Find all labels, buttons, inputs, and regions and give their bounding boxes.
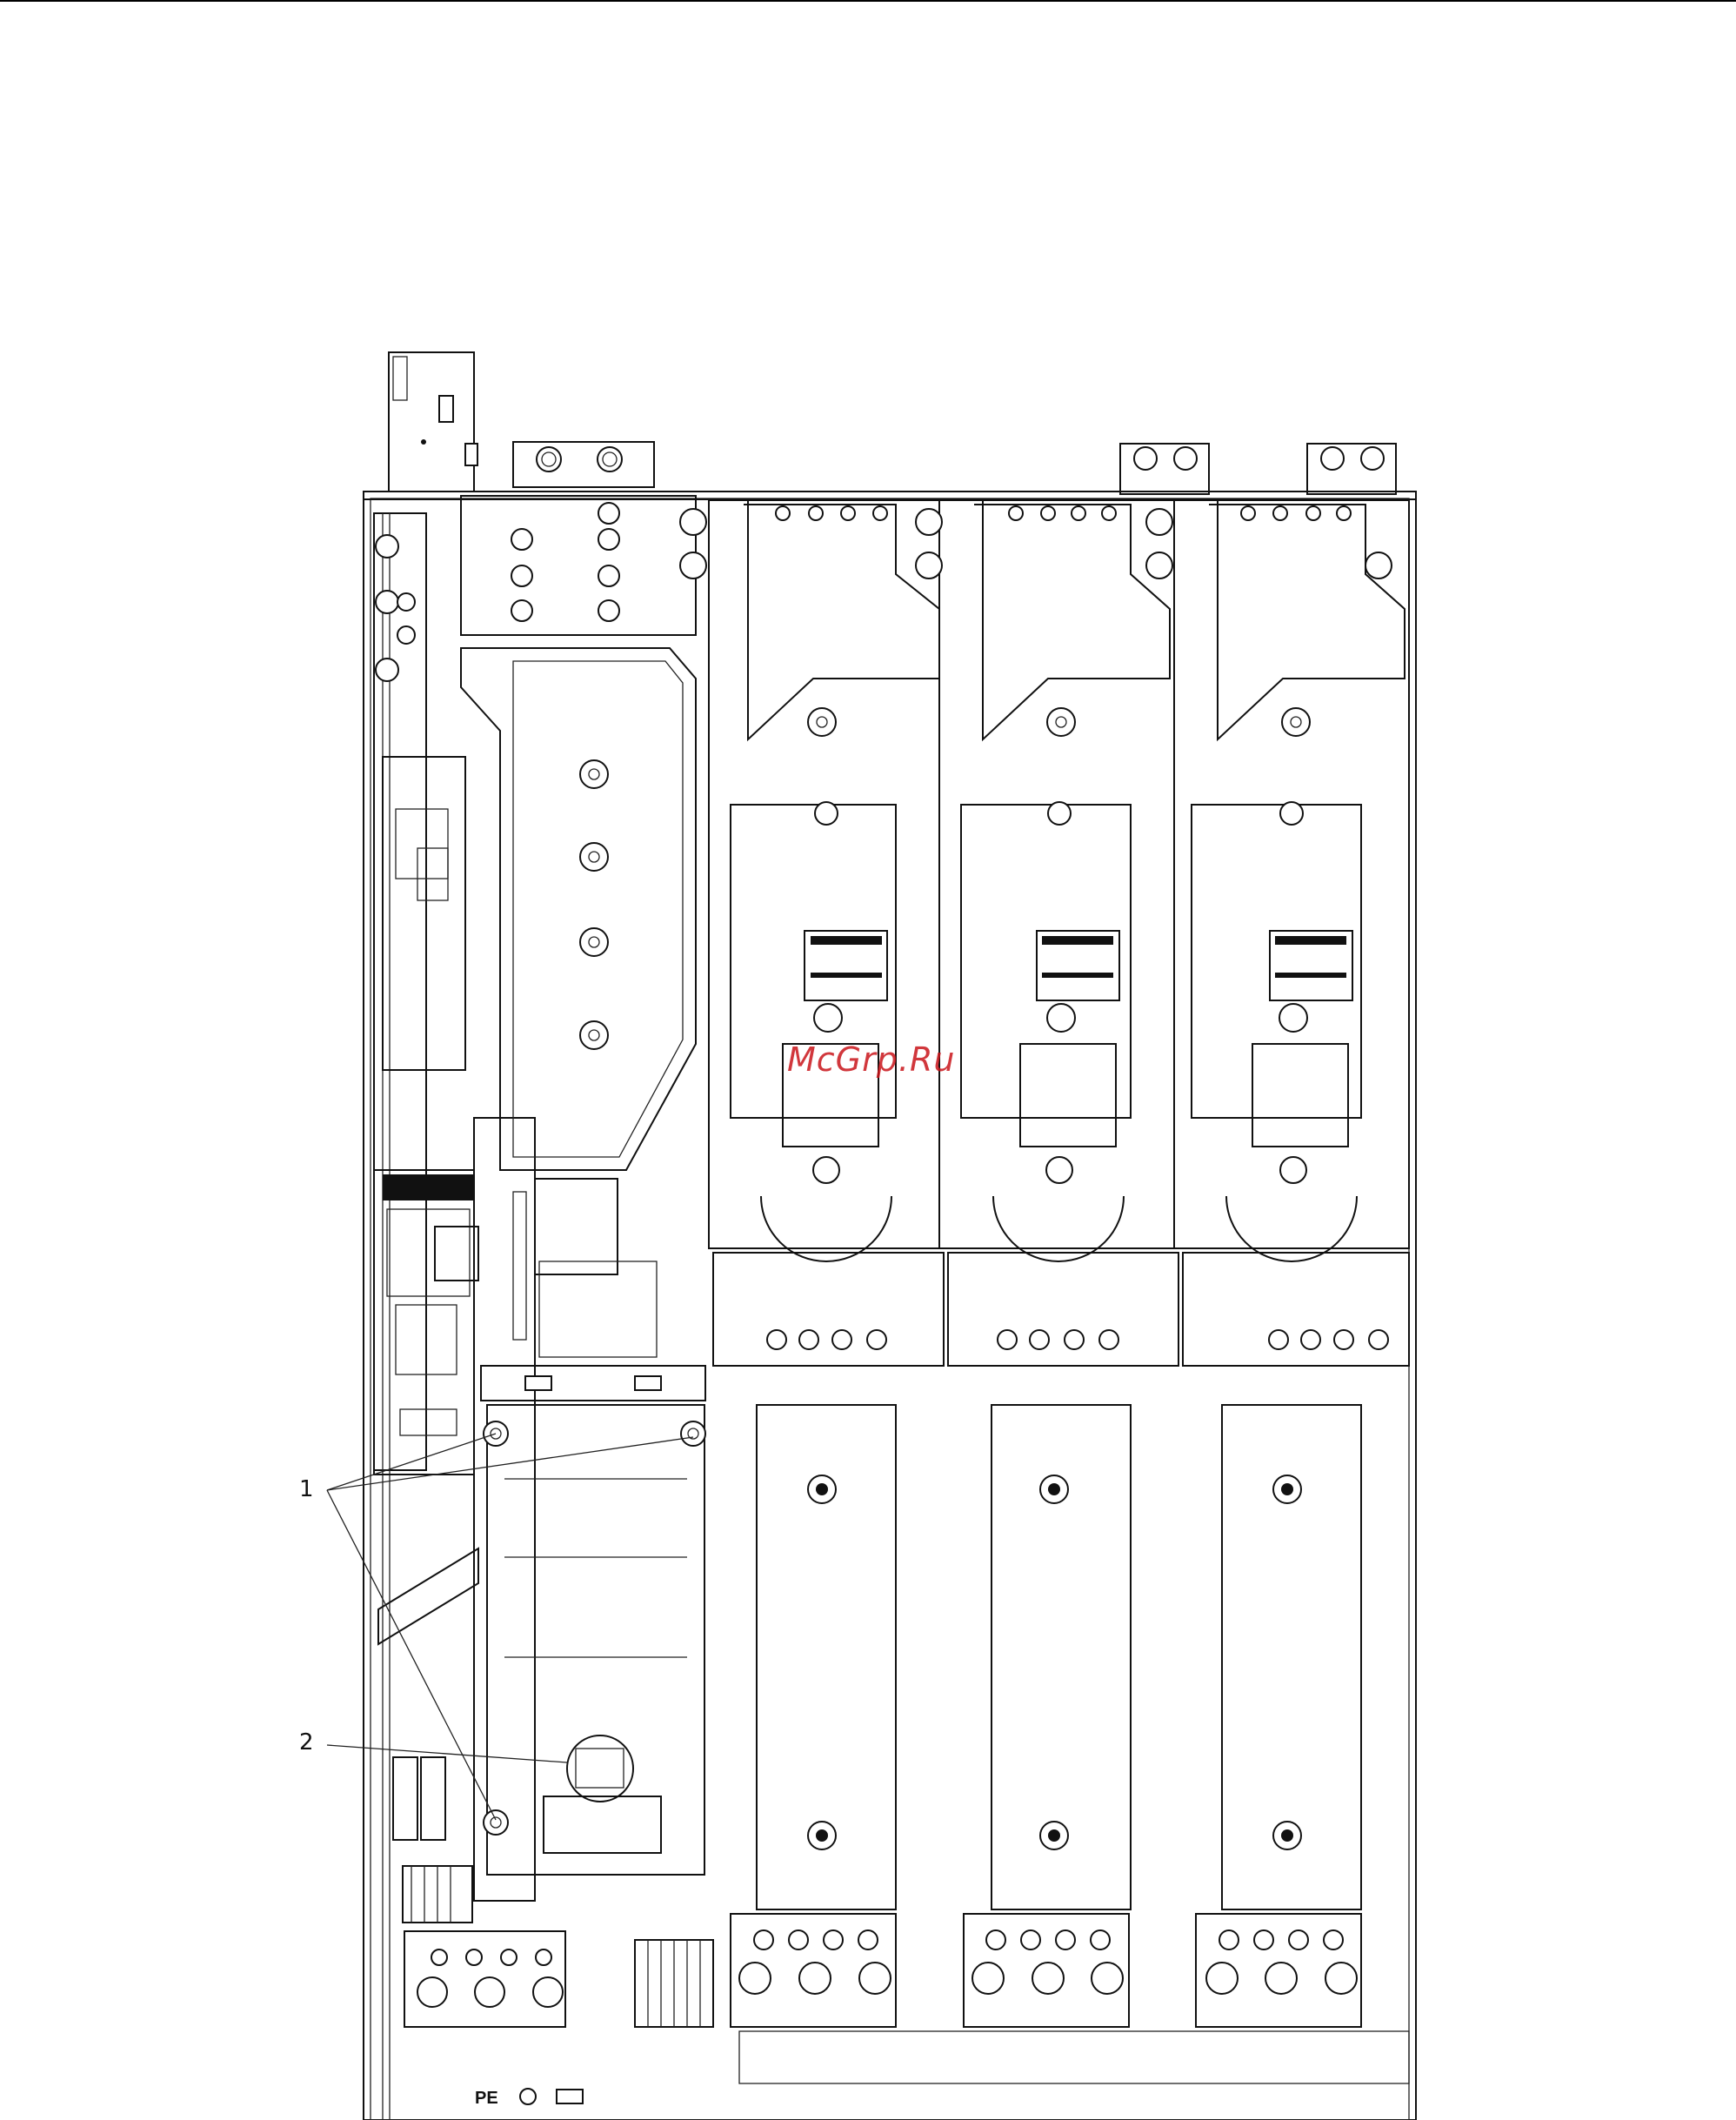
top-left-bracket <box>389 352 477 492</box>
leader-lines <box>327 1434 693 1820</box>
input-terminals <box>404 1931 713 2104</box>
callout-2: 2 <box>299 1729 314 1756</box>
top-busbar-2 <box>1120 444 1209 494</box>
inverter-module-2 <box>939 500 1178 1909</box>
top-busbar-1 <box>513 442 654 487</box>
inverter-module-1 <box>709 500 944 1909</box>
inverter-module-3 <box>1174 500 1409 1909</box>
cabinet-frame <box>364 492 1416 2120</box>
left-bottom-components <box>378 1548 478 1923</box>
pe-stud <box>520 2089 536 2104</box>
left-rail <box>374 513 426 2120</box>
watermark: McGrp.Ru <box>787 1040 955 1079</box>
pe-terminal-label: PE <box>475 2089 498 2108</box>
top-busbar-3 <box>1307 444 1396 494</box>
control-board-area <box>374 757 535 1901</box>
fan-block <box>481 1366 705 1875</box>
output-terminals <box>731 1914 1409 2083</box>
rectifier-cover <box>461 496 696 1357</box>
callout-1: 1 <box>299 1476 314 1502</box>
module-top-bolts <box>680 506 1392 578</box>
